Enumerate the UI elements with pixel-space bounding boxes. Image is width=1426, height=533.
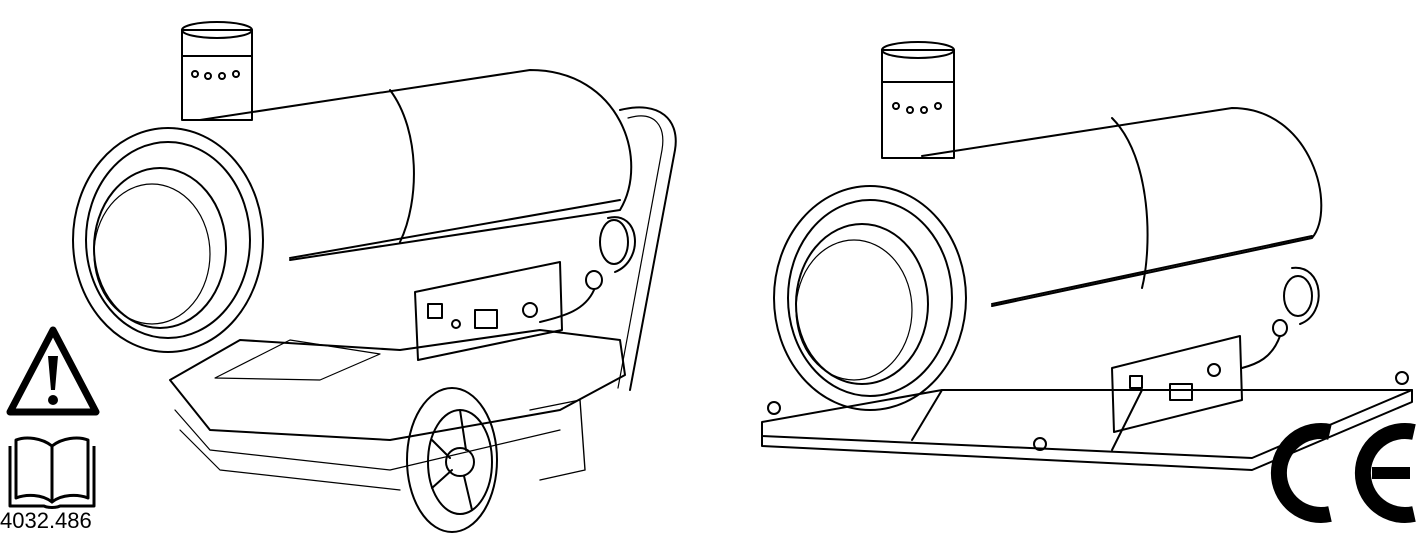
control-panel xyxy=(414,261,563,361)
chimney xyxy=(181,21,253,121)
handle xyxy=(619,106,677,391)
body-cylinder xyxy=(199,69,633,261)
warning-triangle-icon xyxy=(6,326,100,416)
control-panel xyxy=(1111,335,1243,433)
document-code: 4032.486 xyxy=(0,508,92,533)
base-frame xyxy=(761,371,1413,471)
front-bell xyxy=(72,127,264,353)
chimney xyxy=(881,41,955,159)
front-bell xyxy=(773,185,967,411)
fuel-tank xyxy=(169,329,626,441)
body-cylinder xyxy=(921,107,1323,307)
ce-mark xyxy=(1270,423,1416,523)
heater-framed-illustration xyxy=(761,41,1413,471)
heater-wheeled-illustration xyxy=(72,21,677,533)
wheel xyxy=(406,387,498,533)
read-manual-book-icon xyxy=(8,436,96,509)
cable-reel xyxy=(539,216,636,323)
cable-reel xyxy=(1241,266,1320,369)
